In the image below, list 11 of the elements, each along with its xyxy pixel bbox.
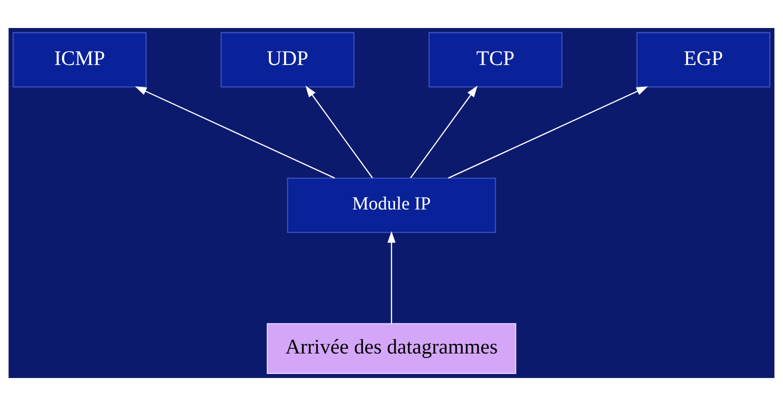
arrow (387, 230, 396, 323)
arrow (305, 85, 373, 178)
arrow (448, 86, 648, 178)
node-box: TCP (428, 32, 562, 87)
node-box: Arrivée des datagrammes (266, 322, 516, 374)
node-box: EGP (636, 32, 770, 87)
node-box: ICMP (12, 32, 147, 87)
node-box: UDP (220, 32, 355, 87)
node-box: Module IP (286, 177, 496, 233)
arrow (410, 85, 478, 178)
arrow (135, 86, 335, 178)
